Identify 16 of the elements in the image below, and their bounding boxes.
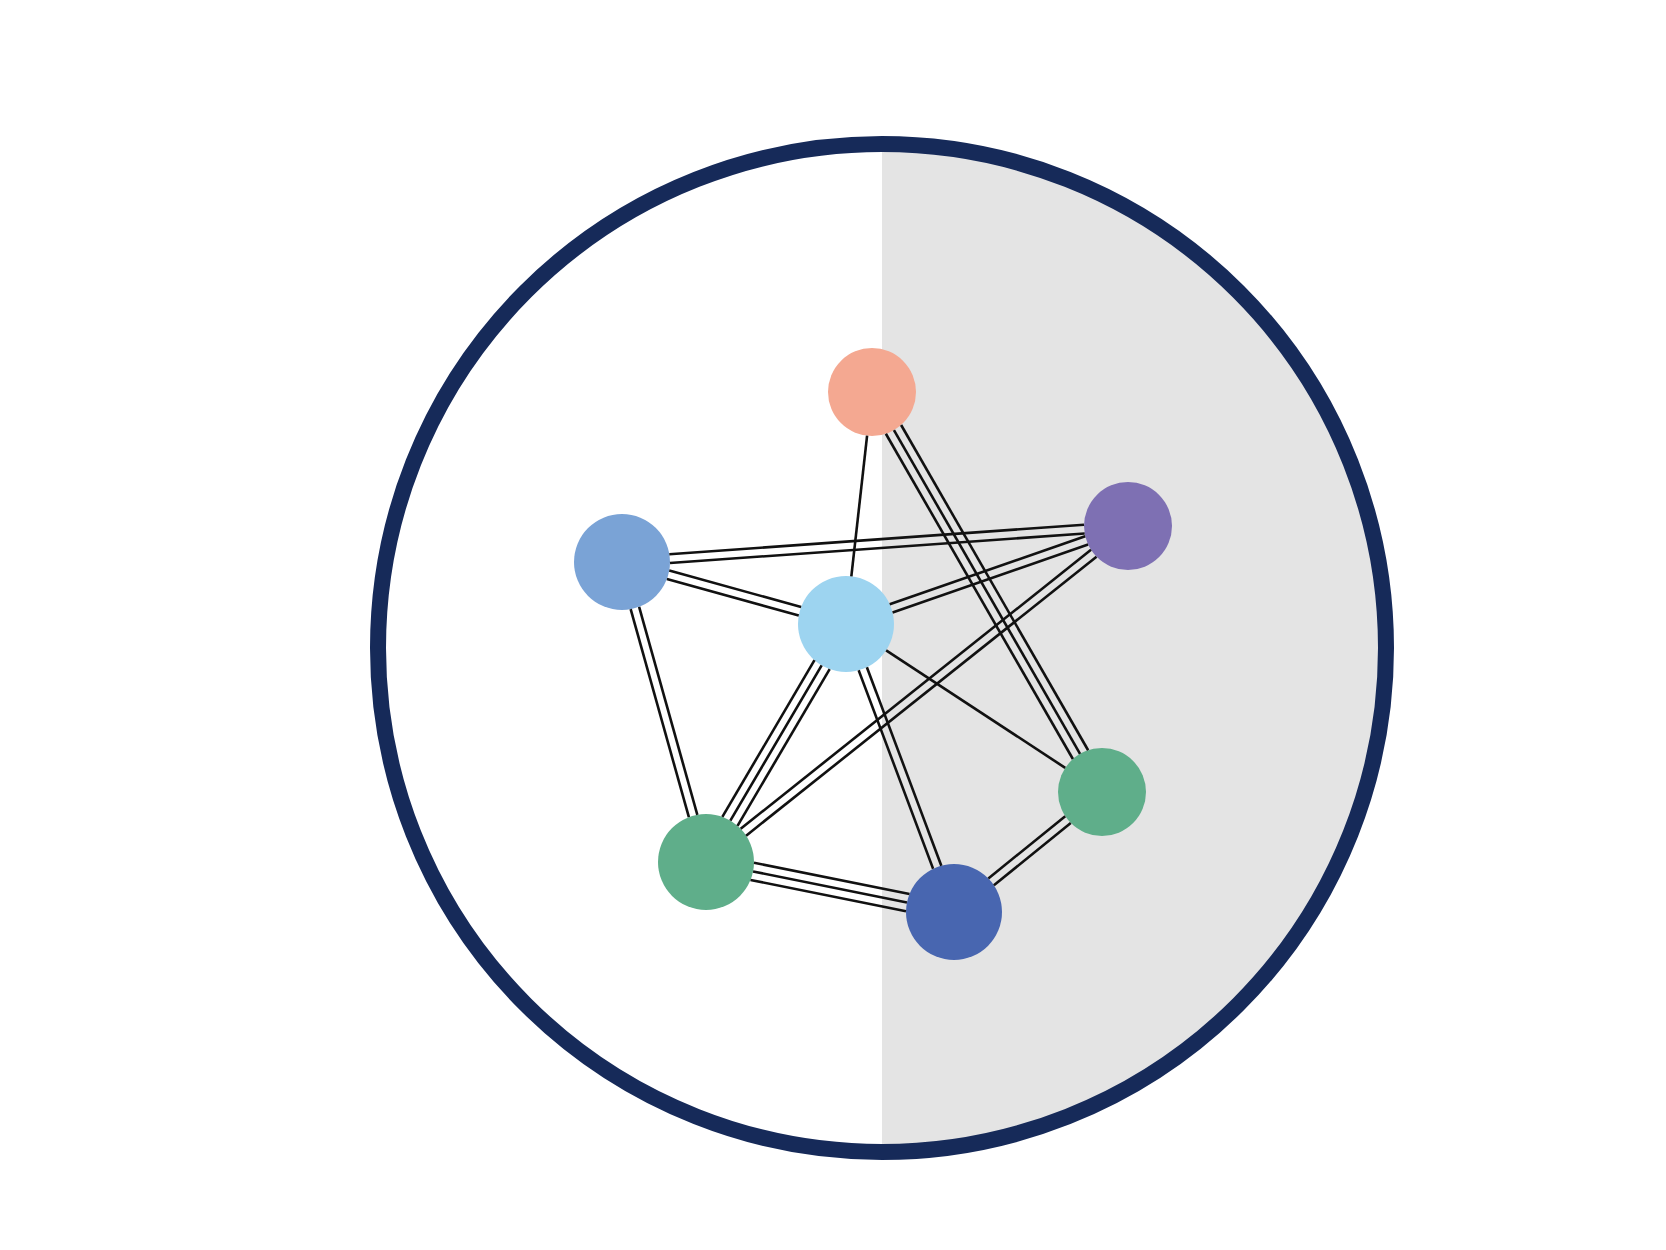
network-node (1084, 482, 1172, 570)
connector-line (885, 649, 1066, 769)
network-node (798, 576, 894, 672)
network-node (574, 514, 670, 610)
network-node (828, 348, 916, 436)
connector-line (752, 870, 908, 904)
connector-line (668, 569, 802, 609)
connector-line (850, 435, 869, 577)
network-node (1058, 748, 1146, 836)
connector-line (753, 861, 910, 896)
connector-line (666, 577, 800, 617)
connector-line (750, 878, 907, 913)
connector-line (669, 523, 1085, 556)
network-node (906, 864, 1002, 960)
network-node (658, 814, 754, 910)
connector-line (669, 532, 1085, 565)
